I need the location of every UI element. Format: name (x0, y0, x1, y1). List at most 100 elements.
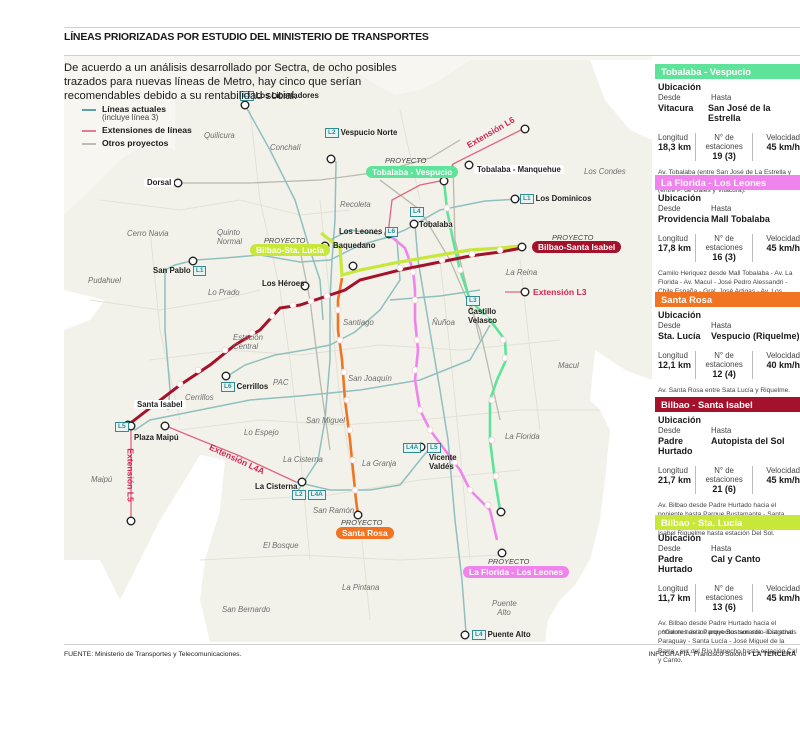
from-label: Desde (658, 544, 681, 553)
station-vicente-valdes-badges: L4A (403, 443, 423, 453)
intro-text: De acuerdo a un análisis desarrollado po… (64, 62, 397, 102)
extension-l3-label: Extensión L3 (533, 287, 587, 297)
speed-value: 45 km/h (766, 142, 800, 152)
station-baquedano: Baquedano (333, 241, 376, 250)
speed-value: 40 km/h (766, 360, 800, 370)
to-value: Cal y Canto (711, 554, 761, 564)
district-label: Estación Central (233, 333, 263, 351)
district-label: Lo Espejo (244, 428, 279, 437)
district-label: San Joaquín (348, 374, 392, 383)
location-heading: Ubicación (658, 415, 702, 425)
metro-map (64, 56, 652, 642)
from-value: Vitacura (658, 103, 694, 113)
district-label: San Miguel (306, 416, 346, 425)
district-label: Macul (558, 361, 579, 370)
length-value: 21,7 km (658, 475, 692, 485)
proyecto-label: PROYECTO (552, 233, 594, 242)
to-label: Hasta (711, 321, 732, 330)
length-value: 11,7 km (658, 593, 691, 603)
stations-value: 13 (6) (712, 602, 736, 612)
card-title: La Florida - Los Leones (655, 175, 800, 190)
district-label: Conchalí (270, 143, 301, 152)
extension-l5-label: Extensión L5 (125, 448, 136, 502)
top-rule (64, 27, 800, 28)
bottom-rule (64, 644, 800, 645)
speed-value: 45 km/h (766, 475, 800, 485)
station-castillo-velasco: L3 (466, 296, 482, 306)
to-value: Mall Tobalaba (711, 214, 770, 224)
to-value: Autopista del Sol (711, 436, 785, 446)
legend-other-projects: Otros proyectos (82, 137, 192, 150)
stations-value: 16 (3) (712, 252, 736, 262)
length-label: Longitud (658, 133, 688, 142)
proyecto-label: PROYECTO (488, 557, 530, 566)
district-label: Maipú (91, 475, 113, 484)
district-label: PAC (273, 378, 289, 387)
station-santa-isabel: Santa Isabel (134, 400, 186, 409)
district-label: El Bosque (263, 541, 299, 550)
district-label: Ñuñoa (432, 318, 455, 327)
station-dorsal: Dorsal (144, 178, 175, 187)
station-tobalaba: L4 (410, 207, 426, 217)
district-label: Santiago (343, 318, 374, 327)
station-tobalaba-manquehue: Tobalaba - Manquehue (474, 165, 564, 174)
stations-value: 19 (3) (712, 151, 736, 161)
from-label: Desde (658, 204, 681, 213)
station-los-leones: Los Leones L6 (339, 227, 400, 237)
to-value: San José de la Estrella (707, 103, 771, 123)
project-bilbao-sta-lucia: Bilbao-Sta. Lucía (250, 244, 330, 256)
district-label: Recoleta (340, 200, 371, 209)
from-label: Desde (658, 426, 681, 435)
from-label: Desde (658, 321, 681, 330)
district-label: Cerro Navia (127, 229, 169, 238)
to-label: Hasta (711, 93, 732, 102)
infographic-credit: INFOGRAFÍA: Francisco Solorio • LA TERCE… (648, 651, 796, 658)
district-label: La Pintana (342, 583, 380, 592)
from-value: Padre Hurtado (658, 554, 693, 574)
district-label: Lo Prado (208, 288, 240, 297)
stations-label: N° de estaciones (705, 234, 743, 252)
route-description: Av. Santa Rosa entre Sata Lucía y Riquel… (658, 387, 791, 394)
stations-value: 12 (4) (712, 369, 736, 379)
legend-extensions: Extensiones de líneas (82, 124, 192, 137)
project-santa-rosa: Santa Rosa (336, 527, 394, 539)
speed-label: Velocidad (766, 584, 800, 593)
teal-swatch (82, 109, 96, 111)
location-heading: Ubicación (658, 310, 702, 320)
from-value: Providencia (658, 214, 710, 224)
publication-brand: LA TERCERA (752, 651, 796, 658)
legend-current-lines-note: (incluye línea 3) (102, 113, 159, 122)
district-label: Puente Alto (492, 599, 517, 617)
to-value: Vespucio (Riquelme) (711, 331, 800, 341)
length-label: Longitud (658, 584, 688, 593)
length-label: Longitud (658, 234, 688, 243)
speed-label: Velocidad (766, 133, 800, 142)
stations-label: N° de estaciones (705, 133, 743, 151)
district-label: San Bernardo (222, 605, 271, 614)
station-los-heroes: Los Héroes (262, 279, 305, 288)
project-bilbao-santa-isabel: Bilbao-Santa Isabel (532, 241, 622, 253)
speed-label: Velocidad (766, 351, 800, 360)
length-value: 17,8 km (658, 243, 692, 253)
to-label: Hasta (711, 426, 732, 435)
gray-swatch (82, 143, 96, 145)
card-title: Tobalaba - Vespucio (655, 64, 800, 79)
stations-label: N° de estaciones (705, 466, 743, 484)
district-label: La Reina (506, 268, 538, 277)
district-label: La Cisterna (283, 455, 323, 464)
station-plaza-maipu: Plaza Maipú (134, 433, 179, 442)
station-la-cisterna: La Cisterna (255, 482, 298, 491)
stations-label: N° de estaciones (705, 351, 743, 369)
map-legend: Líneas actuales (incluye línea 3) Extens… (82, 103, 192, 150)
district-label: La Granja (362, 459, 397, 468)
length-value: 18,3 km (658, 142, 692, 152)
project-la-florida-los-leones: La Florida - Los Leones (463, 566, 569, 578)
route-description: Av. Bilbao desde Padre Hurtado hacia el … (658, 620, 797, 664)
